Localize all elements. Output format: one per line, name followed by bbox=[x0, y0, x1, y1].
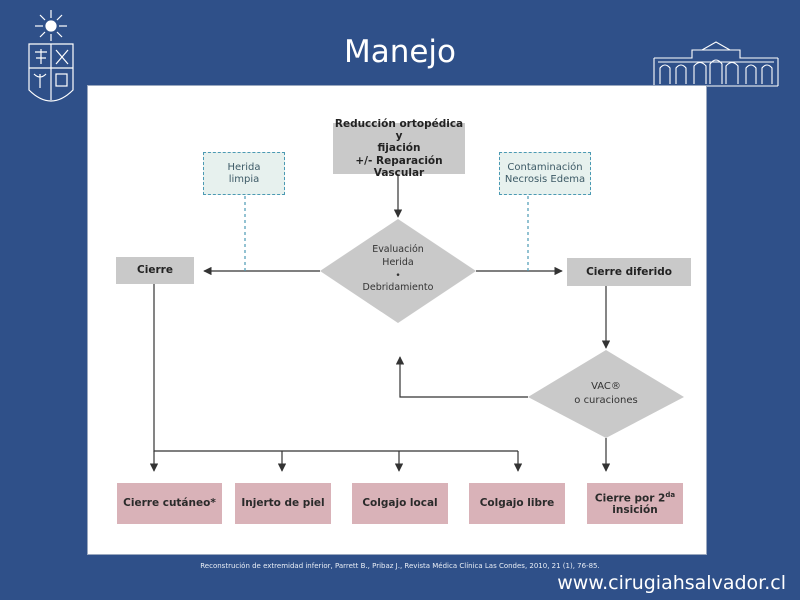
note-left-line-2: limpia bbox=[228, 173, 260, 185]
note-left-line-1: Herida bbox=[227, 162, 261, 173]
cierre-2da-superscript: da bbox=[665, 490, 676, 499]
website-url: www.cirugiahsalvador.cl bbox=[557, 572, 786, 594]
box-cierre-por-2da: Cierre por 2da insición bbox=[587, 483, 683, 524]
cierre-2da-line-2: insición bbox=[612, 504, 658, 517]
cierre-2da-line-1: Cierre por 2da bbox=[595, 491, 675, 505]
vac-line-2: o curaciones bbox=[574, 394, 638, 406]
vac-diamond-label: VAC® o curaciones bbox=[556, 380, 656, 407]
colgajo-libre-label: Colgajo libre bbox=[479, 497, 555, 510]
arrow-vac-back-to-eval bbox=[395, 356, 528, 398]
eval-line-2: Herida bbox=[382, 256, 414, 268]
box-cierre-diferido: Cierre diferido bbox=[567, 258, 691, 286]
university-crest-logo bbox=[28, 10, 74, 102]
box-cierre: Cierre bbox=[116, 257, 194, 284]
citation-reference: Reconstrución de extremidad inferior, Pa… bbox=[200, 562, 600, 570]
line-cierre-down bbox=[153, 284, 518, 452]
note-contaminacion: Contaminación Necrosis Edema bbox=[499, 152, 591, 195]
top-box-line-1: Reducción ortopédica y bbox=[334, 118, 464, 143]
top-box-line-2: fijación bbox=[377, 142, 421, 155]
evaluation-diamond-label: Evaluación Herida • Debridamiento bbox=[338, 244, 458, 295]
vac-line-1: VAC® bbox=[591, 381, 621, 392]
injerto-label: Injerto de piel bbox=[241, 497, 325, 510]
eval-bullet: • bbox=[395, 270, 401, 281]
cierre-label: Cierre bbox=[137, 264, 173, 277]
cierre-cutaneo-label: Cierre cutáneo* bbox=[123, 497, 216, 510]
top-box-line-3: +/- Reparación Vascular bbox=[355, 154, 443, 179]
eval-line-1: Evaluación bbox=[372, 244, 424, 255]
box-cierre-cutaneo: Cierre cutáneo* bbox=[117, 483, 222, 524]
box-colgajo-libre: Colgajo libre bbox=[469, 483, 565, 524]
box-colgajo-local: Colgajo local bbox=[352, 483, 448, 524]
cierre-2da-main: Cierre por 2 bbox=[594, 492, 666, 505]
box-injerto-de-piel: Injerto de piel bbox=[235, 483, 331, 524]
note-right-line-2: Necrosis Edema bbox=[504, 173, 586, 185]
flowchart-panel: Reducción ortopédica y fijación +/- Repa… bbox=[87, 85, 707, 555]
colgajo-local-label: Colgajo local bbox=[362, 497, 438, 510]
note-right-line-1: Contaminación bbox=[507, 162, 583, 173]
cierre-diferido-label: Cierre diferido bbox=[586, 265, 672, 278]
eval-line-3: Debridamiento bbox=[362, 281, 434, 293]
flowchart-connectors bbox=[149, 174, 684, 472]
top-box-reduccion: Reducción ortopédica y fijación +/- Repa… bbox=[333, 118, 465, 179]
evaluation-diamond bbox=[320, 219, 476, 323]
vac-diamond bbox=[528, 350, 684, 438]
note-herida-limpia: Herida limpia bbox=[203, 152, 285, 195]
slide-title: Manejo bbox=[343, 34, 457, 70]
